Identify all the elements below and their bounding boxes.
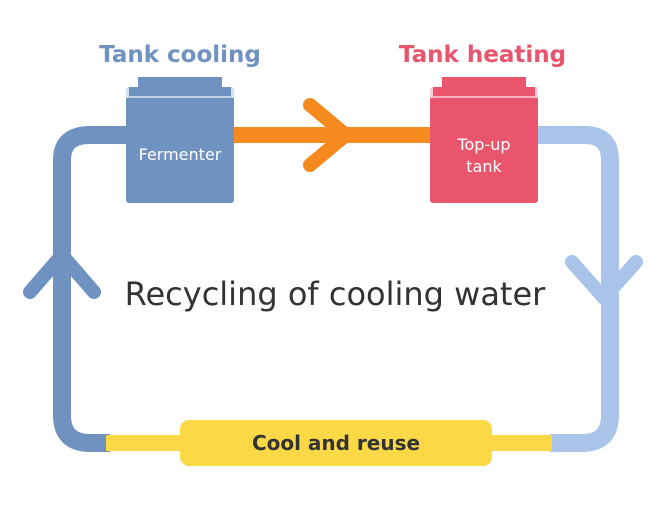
fermenter-tank [126, 77, 234, 203]
topup-label-line2: tank [466, 157, 502, 176]
right-arrow-icon [303, 98, 353, 172]
cool-reuse-label: Cool and reuse [251, 431, 421, 455]
up-arrow-icon [23, 248, 101, 299]
cool-reuse-box [180, 420, 492, 466]
fermenter-label: Fermenter [138, 145, 222, 164]
tank-heating-title: Tank heating [398, 42, 567, 68]
topup-tank [430, 77, 538, 203]
topup-tank-label: Top-up tank [430, 134, 538, 178]
down-arrow-icon [565, 255, 643, 305]
center-title: Recycling of cooling water [124, 275, 546, 313]
left-pipe [53, 126, 130, 452]
tank-cooling-title: Tank cooling [99, 42, 261, 68]
topup-label-line1: Top-up [457, 135, 511, 154]
